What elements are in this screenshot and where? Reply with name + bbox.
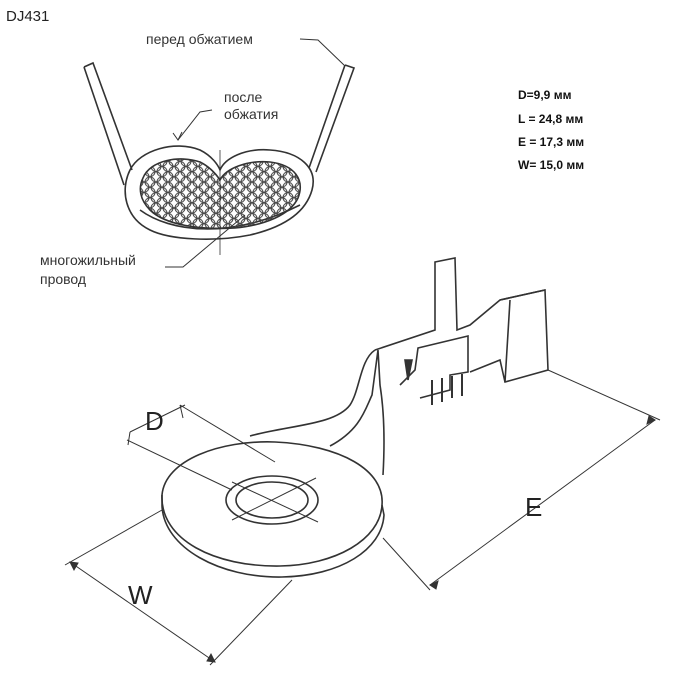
spec-d: D=9,9 мм [518, 88, 572, 102]
spec-w: W= 15,0 мм [518, 158, 585, 172]
ring-terminal [161, 257, 549, 578]
spec-l: L = 24,8 мм [518, 112, 584, 126]
model-code: DJ431 [6, 8, 50, 25]
label-after-crimp-1: после [224, 89, 263, 105]
crimp-cross-section [83, 38, 356, 268]
dimension-lines [64, 369, 661, 666]
label-after-crimp-2: обжатия [224, 106, 279, 122]
label-before-crimp: перед обжатием [146, 31, 253, 47]
spec-e: E = 17,3 мм [518, 135, 585, 149]
dimension-label-d: D [145, 406, 164, 436]
label-stranded-wire-2: провод [40, 271, 87, 287]
label-stranded-wire-1: многожильный [40, 252, 136, 268]
dimension-label-e: E [525, 492, 543, 522]
dimension-label-w: W [128, 580, 153, 610]
